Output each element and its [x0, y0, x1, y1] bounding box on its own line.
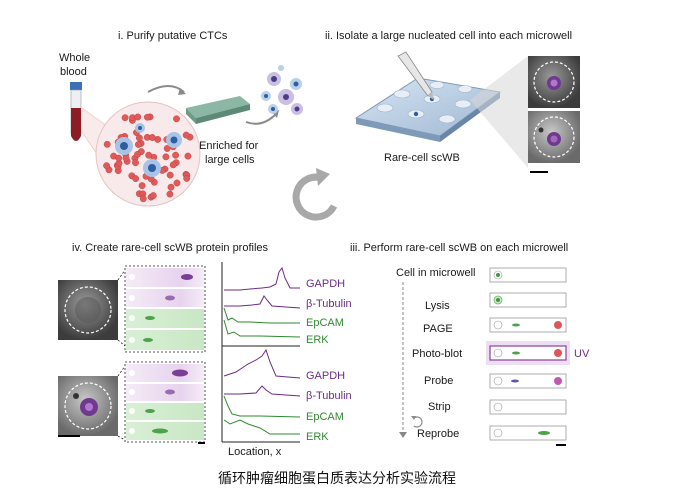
red-blood-cell — [167, 183, 175, 191]
red-blood-cell — [132, 159, 139, 167]
trace-tubulin-2 — [224, 385, 301, 397]
step-strip-5 — [489, 399, 567, 415]
step-label-0: Cell in microwell — [396, 267, 475, 279]
red-blood-cell — [122, 154, 130, 162]
trace-tubulin-1 — [224, 295, 301, 309]
step-strip-4 — [489, 373, 567, 389]
red-blood-cell — [115, 154, 123, 162]
cycle-arrow — [292, 168, 338, 221]
cell-image-1 — [58, 280, 118, 340]
step-strip-1 — [489, 292, 567, 308]
x-axis-label: Location, x — [228, 446, 282, 458]
red-blood-cell — [121, 114, 129, 122]
step-label-4: Probe — [424, 375, 453, 387]
label-tubulin-2: β-Tubulin — [306, 390, 352, 402]
red-blood-cell — [134, 150, 141, 158]
red-blood-cell — [184, 152, 192, 160]
strip-cycle-icon — [411, 416, 423, 428]
device-label: Rare-cell scWB — [384, 152, 460, 164]
blot-strips-set1 — [124, 265, 206, 353]
red-blood-cell — [134, 113, 142, 121]
red-blood-cell — [173, 179, 181, 187]
enriched-cells — [261, 65, 303, 115]
enriched-label-line1: Enriched for — [199, 140, 259, 152]
red-blood-cell — [172, 151, 180, 159]
red-blood-cell — [103, 140, 111, 148]
label-epcam-1: EpCAM — [306, 317, 344, 329]
label-gapdh-2: GAPDH — [306, 370, 345, 382]
blood-sample-circle — [95, 101, 201, 207]
trace-epcam-2 — [223, 395, 301, 418]
micrograph-top — [528, 56, 580, 108]
cell-image-2 — [58, 376, 118, 436]
panel-iii-title: iii. Perform rare-cell scWB on each micr… — [350, 242, 568, 254]
step-label-1: Lysis — [425, 300, 450, 312]
arrow-1 — [147, 85, 185, 93]
panel-ii-title: ii. Isolate a large nucleated cell into … — [325, 30, 572, 42]
arrow-2 — [245, 113, 277, 125]
label-epcam-2: EpCAM — [306, 411, 344, 423]
figure-caption: 循环肿瘤细胞蛋白质表达分析实验流程 — [218, 471, 456, 487]
red-blood-cell — [134, 141, 142, 148]
whole-blood-label-line1: Whole — [59, 52, 90, 64]
red-blood-cell — [132, 175, 140, 183]
panel-iv-title: iv. Create rare-cell scWB protein profil… — [72, 242, 269, 254]
label-tubulin-1: β-Tubulin — [306, 298, 352, 310]
red-blood-cell — [166, 171, 174, 179]
blot-strips-set2 — [124, 361, 206, 443]
red-blood-cell — [182, 131, 190, 139]
step-label-5: Strip — [428, 401, 451, 413]
micrograph-bottom — [528, 111, 580, 163]
red-blood-cell — [145, 151, 153, 159]
red-blood-cell — [169, 161, 177, 169]
uv-label: UV — [574, 348, 590, 360]
step-label-6: Reprobe — [417, 428, 459, 440]
filter-device — [186, 96, 250, 124]
red-blood-cell — [139, 195, 147, 203]
label-erk-2: ERK — [306, 431, 329, 443]
blood-tube — [70, 82, 82, 141]
trace-erk-2 — [223, 419, 300, 435]
red-blood-cell — [143, 113, 151, 121]
whole-blood-label-line2: blood — [60, 66, 87, 78]
trace-erk-1 — [223, 319, 301, 338]
red-blood-cell — [162, 153, 170, 161]
device-zoom-wedge — [470, 56, 528, 168]
step-label-3: Photo-blot — [412, 348, 462, 360]
red-blood-cell — [183, 174, 191, 182]
red-blood-cell — [148, 134, 156, 141]
red-blood-cell — [103, 162, 111, 170]
label-erk-1: ERK — [306, 334, 329, 346]
enriched-label-line2: large cells — [205, 154, 255, 166]
profile-plot — [221, 262, 300, 443]
red-blood-cell — [138, 182, 146, 190]
step-strip-3 — [486, 341, 570, 365]
label-gapdh-1: GAPDH — [306, 278, 345, 290]
microwell-device — [354, 51, 502, 142]
step-strip-2 — [489, 317, 567, 333]
panel-i-title: i. Purify putative CTCs — [118, 30, 228, 42]
trace-gapdh-1 — [224, 266, 300, 291]
step-strip-0 — [489, 267, 567, 283]
red-blood-cell — [173, 115, 180, 123]
trace-epcam-1 — [223, 307, 300, 324]
red-blood-cell — [149, 192, 157, 200]
red-blood-cell — [135, 134, 143, 142]
step-label-2: PAGE — [423, 323, 453, 335]
trace-gapdh-2 — [223, 348, 301, 379]
red-blood-cell — [166, 190, 174, 198]
step-strip-6 — [489, 425, 567, 441]
